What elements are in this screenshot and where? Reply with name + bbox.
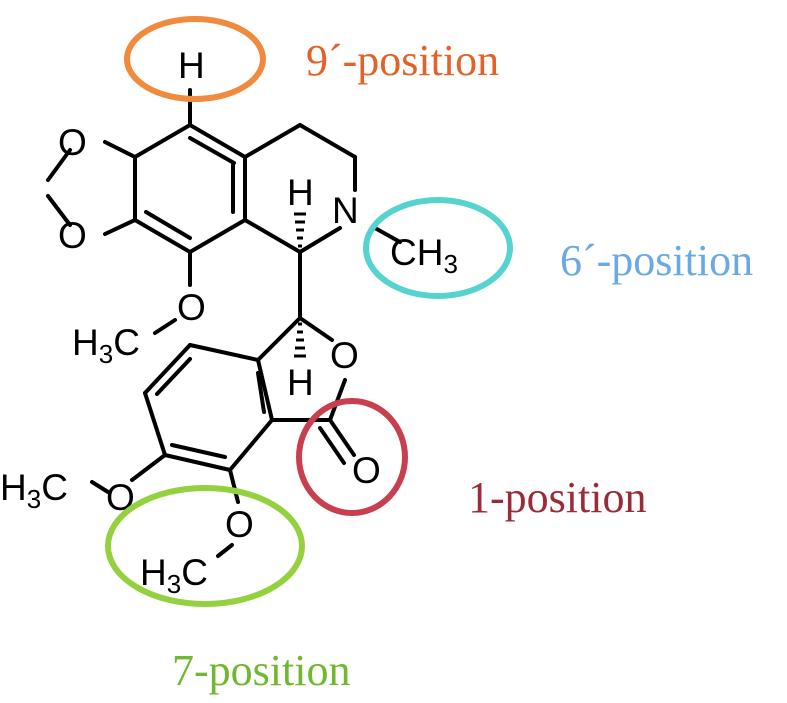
group-h3c-methoxy-9: H3C <box>72 322 140 369</box>
highlight-ellipse-7 <box>105 485 305 607</box>
atom-o-dioxole-bottom: O <box>58 215 87 256</box>
label-1-position: 1-position <box>468 473 646 522</box>
atom-h-stereo-top: H <box>287 172 314 213</box>
hashed-wedge-top <box>294 212 306 248</box>
group-h3c-methoxy-6: H3C <box>0 467 68 514</box>
highlight-ellipse-1 <box>296 398 408 516</box>
label-9-position: 9´-position <box>306 36 499 85</box>
atom-o-lactone-ring: O <box>330 335 359 376</box>
atom-o-methoxy-9: O <box>177 287 206 328</box>
label-6-position: 6´-position <box>560 236 753 285</box>
label-7-position: 7-position <box>172 646 350 695</box>
hashed-wedge-bottom <box>294 322 306 358</box>
group-h3c-methoxy-7: H3C <box>140 552 208 599</box>
group-ch3-n: CH3 <box>390 232 458 279</box>
highlight-ellipse-9 <box>124 16 266 102</box>
atom-o-methoxy-7: O <box>225 504 254 545</box>
atom-n: N <box>332 190 359 231</box>
atom-h-stereo-bottom: H <box>287 362 314 403</box>
highlight-ellipse-6 <box>363 197 513 299</box>
atom-h-c9: H <box>178 45 205 86</box>
atom-o-dioxole-top: O <box>58 122 87 163</box>
atom-o-carbonyl: O <box>352 450 381 491</box>
